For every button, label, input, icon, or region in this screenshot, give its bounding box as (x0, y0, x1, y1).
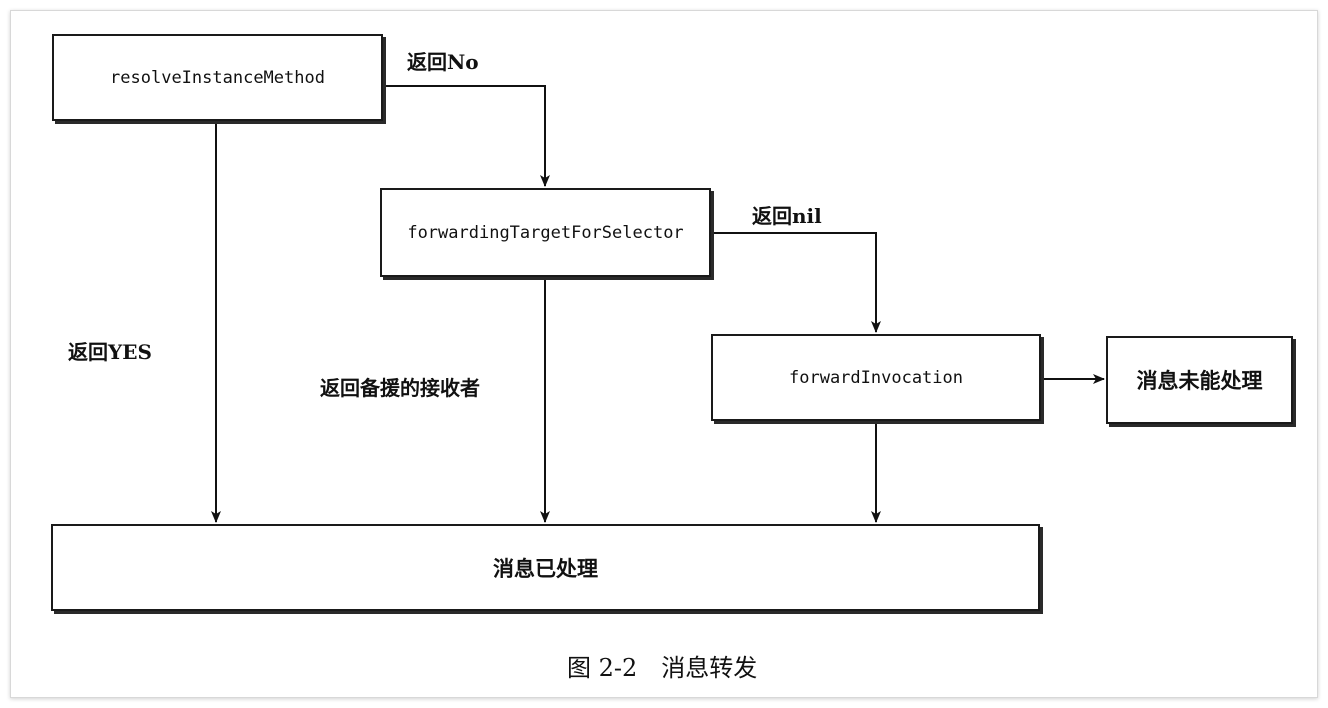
node-unhandled: 消息未能处理 (1106, 336, 1293, 424)
arrow-resolve-to-forwarding-target (383, 85, 550, 187)
node-forwarding-target-label: forwardingTargetForSelector (407, 222, 684, 243)
arrow-forwarding-target-to-forward-invocation (711, 232, 881, 333)
node-resolve-instance-method: resolveInstanceMethod (52, 34, 383, 121)
figure-caption: 图 2-2 消息转发 (567, 654, 758, 682)
node-forwarding-target-for-selector: forwardingTargetForSelector (380, 188, 711, 277)
node-handled-label: 消息已处理 (493, 556, 598, 581)
edge-label-return-backup: 返回备援的接收者 (320, 376, 480, 400)
node-resolve-label: resolveInstanceMethod (110, 67, 325, 88)
edge-label-return-no: 返回No (407, 50, 479, 74)
edge-label-return-nil: 返回nil (752, 204, 822, 228)
node-forward-invocation-label: forwardInvocation (789, 367, 963, 388)
node-unhandled-label: 消息未能处理 (1136, 369, 1263, 393)
edge-label-return-yes: 返回YES (68, 340, 152, 364)
node-forward-invocation: forwardInvocation (711, 334, 1041, 421)
node-handled: 消息已处理 (51, 524, 1040, 611)
